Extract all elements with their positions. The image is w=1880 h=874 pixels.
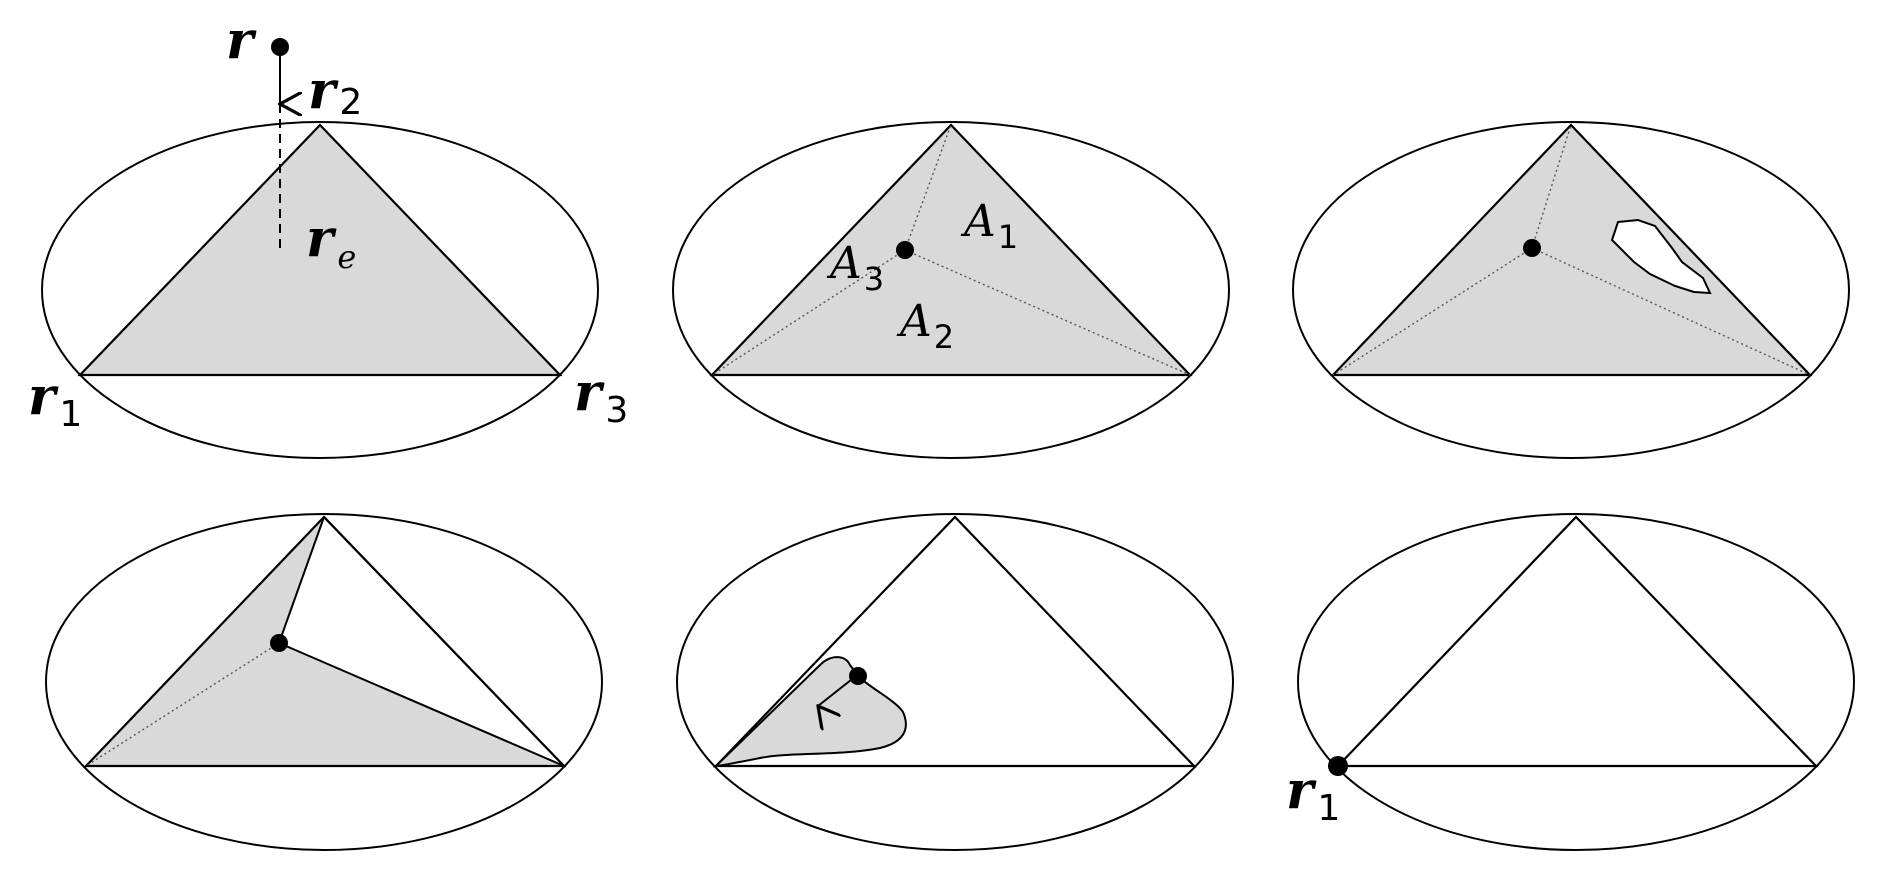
vertex-point-r1	[1328, 756, 1348, 776]
descent-arrow	[818, 675, 857, 706]
ellipse	[1297, 513, 1855, 851]
ellipse	[676, 513, 1234, 851]
thick-edge	[323, 516, 565, 767]
shrinking-region	[713, 656, 907, 768]
interior-point	[270, 634, 288, 652]
split-line-1	[1332, 247, 1533, 376]
ellipse	[41, 121, 599, 459]
panel-5	[676, 513, 1234, 851]
hole-region	[1610, 218, 1712, 295]
triangle-outline	[713, 515, 1197, 768]
panel-3	[1292, 121, 1850, 459]
ellipse	[1292, 121, 1850, 459]
triangle-outline	[77, 123, 563, 377]
triangle-outline	[1335, 515, 1819, 768]
panel-2: A1 A2 A3	[672, 121, 1230, 459]
label-A1: A1	[960, 196, 1018, 256]
edge-to-right	[278, 642, 565, 767]
interior-point	[896, 241, 914, 259]
interior-point	[1523, 239, 1541, 257]
split-line-3	[904, 249, 1191, 376]
split-line-2	[904, 124, 952, 251]
sub-triangle-fill	[86, 517, 564, 766]
triangle-fill	[712, 125, 1190, 375]
split-line-3	[1531, 247, 1811, 376]
ellipse	[45, 513, 603, 851]
split-line-left	[85, 642, 280, 767]
ellipse	[672, 121, 1230, 459]
triangle-fill	[80, 125, 560, 375]
label-A2: A2	[896, 296, 954, 356]
label-A3: A3	[826, 238, 884, 298]
triangle-outline	[709, 123, 1193, 377]
split-line-1	[711, 249, 906, 376]
triangle-outline	[1330, 123, 1813, 377]
triangle-fill	[1333, 125, 1810, 375]
split-line-2	[1531, 124, 1572, 249]
label-r: r	[226, 10, 257, 71]
moving-point	[849, 667, 867, 685]
edge-to-apex	[278, 516, 325, 644]
point-r	[271, 38, 289, 56]
panel-4	[45, 513, 603, 851]
